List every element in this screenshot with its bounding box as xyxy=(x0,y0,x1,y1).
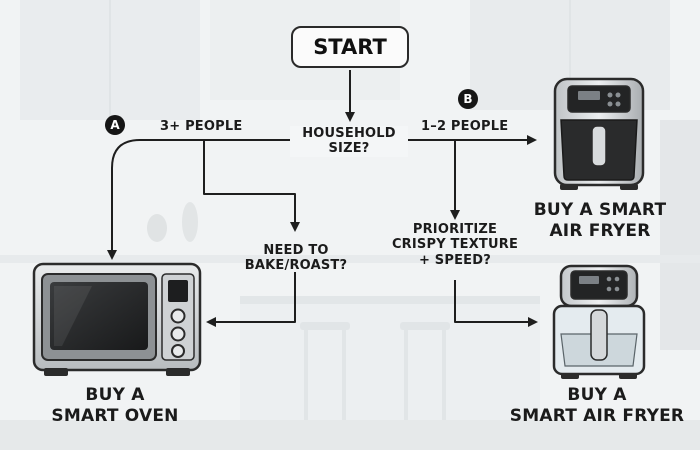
question-crispy-speed: PRIORITIZE CRISPY TEXTURE + SPEED? xyxy=(391,222,519,268)
start-node: START xyxy=(291,26,409,68)
question-household-size: HOUSEHOLD SIZE? xyxy=(290,126,408,157)
result-smart-oven: BUY A SMART OVEN xyxy=(51,385,179,427)
result-air-fryer-top: BUY A SMART AIR FRYER xyxy=(533,200,667,242)
arrow-crispy-to-fryer xyxy=(454,280,538,327)
branch-label-small-household: 1–2 PEOPLE xyxy=(421,119,509,134)
badge-b: B xyxy=(458,89,478,109)
smart-oven-icon xyxy=(32,262,202,376)
air-fryer-icon xyxy=(553,77,645,190)
result-air-fryer-bottom: BUY A SMART AIR FRYER xyxy=(509,385,685,427)
question-bake-roast: NEED TO BAKE/ROAST? xyxy=(244,243,348,274)
arrow-large-household-to-oven xyxy=(107,139,290,260)
badge-a: A xyxy=(105,115,125,135)
arrow-to-bake-question xyxy=(203,140,300,232)
arrow-bake-to-oven xyxy=(206,272,296,327)
glass-air-fryer-icon xyxy=(552,264,646,379)
branch-label-large-household: 3+ PEOPLE xyxy=(160,119,243,134)
